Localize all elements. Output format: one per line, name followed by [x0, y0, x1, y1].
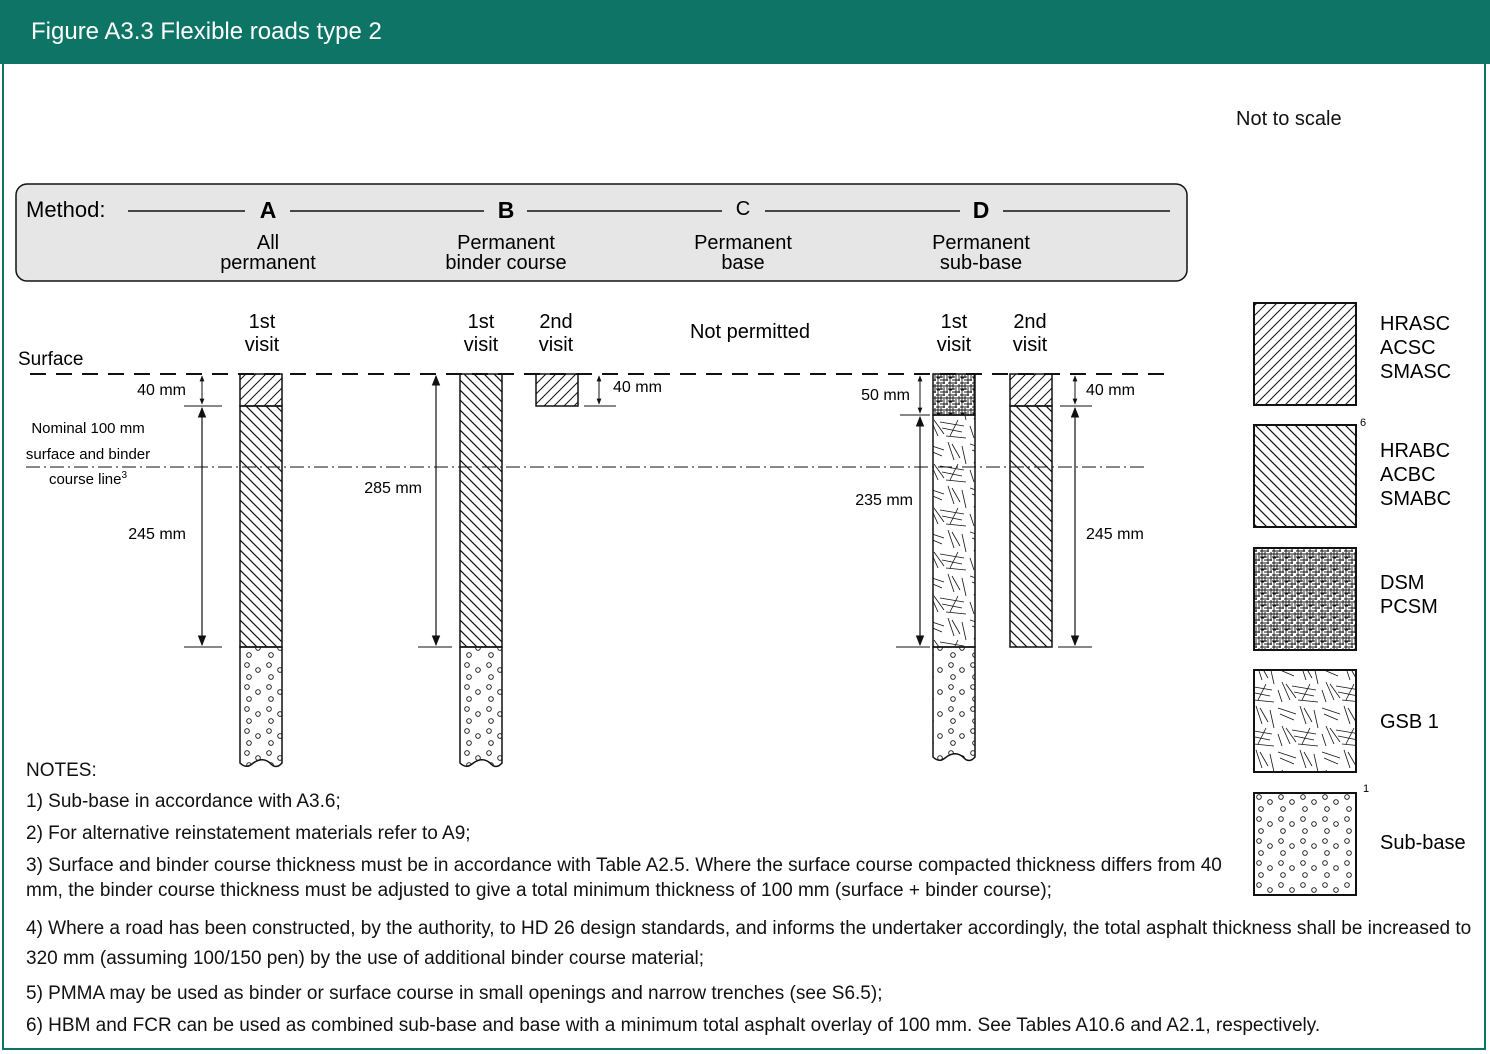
legend-swatch-subbase: [1253, 792, 1357, 896]
note-2: 2) For alternative reinstatement materia…: [26, 823, 471, 844]
legend-label-dsm-2: PCSM: [1380, 596, 1438, 618]
nominal-line-label: Nominal 100 mm surface and binder course…: [26, 420, 150, 488]
legend-label-binder-3: SMABC: [1380, 488, 1451, 510]
a-surface-dim: 40 mm: [137, 382, 186, 399]
b-visit1-line1: 1st: [468, 311, 495, 333]
note-1: 1) Sub-base in accordance with A3.6;: [26, 791, 341, 812]
a-binder-dim: 245 mm: [128, 526, 186, 543]
b-visit2-line2: visit: [539, 334, 574, 356]
d-gsb-layer: [932, 414, 976, 648]
d1-subbase-dim: 235 mm: [855, 492, 913, 509]
column-d: 50 mm 235 mm 40 mm 245 mm: [855, 373, 1144, 762]
method-c-line2: base: [721, 252, 764, 274]
method-d-letter: D: [973, 197, 990, 223]
d-visit1-line1: 1st: [941, 311, 968, 333]
a-subbase-layer: [239, 646, 283, 768]
d2-surface-dim: 40 mm: [1086, 382, 1135, 399]
method-d-line2: sub-base: [940, 252, 1022, 274]
d-subbase-layer: [932, 646, 976, 762]
c-not-permitted: Not permitted: [690, 321, 810, 343]
method-a-line2: permanent: [220, 252, 316, 274]
d-base-layer: [932, 373, 976, 416]
b-binder-layer: [459, 373, 503, 648]
b-surface-layer: [535, 373, 579, 407]
figure-header: Figure A3.3 Flexible roads type 2: [0, 0, 1490, 64]
figure-title: Figure A3.3 Flexible roads type 2: [31, 18, 382, 45]
note-4: 4) Where a road has been constructed, by…: [26, 918, 1472, 969]
method-a-line1: All: [257, 232, 279, 254]
a-visit1-line1: 1st: [249, 311, 276, 333]
a-visit1-line2: visit: [245, 334, 280, 356]
note-5: 5) PMMA may be used as binder or surface…: [26, 983, 883, 1004]
b-surface-dim: 40 mm: [613, 379, 662, 396]
column-b: 285 mm 40 mm: [364, 373, 662, 768]
legend-sup-binder: 6: [1360, 417, 1366, 429]
legend-label-surface-2: ACSC: [1380, 337, 1436, 359]
method-c-letter: C: [736, 198, 750, 220]
d1-base-dim: 50 mm: [861, 387, 910, 404]
legend-label-binder-2: ACBC: [1380, 464, 1436, 486]
legend-label-subbase: Sub-base: [1380, 832, 1466, 854]
method-d-line1: Permanent: [932, 232, 1030, 254]
method-c-line1: Permanent: [694, 232, 792, 254]
notes-heading: NOTES:: [26, 760, 97, 781]
legend-label-surface-3: SMASC: [1380, 361, 1451, 383]
method-box: Method: A All permanent B Permanent bind…: [15, 183, 1188, 282]
d-visit2-line2: visit: [1013, 334, 1048, 356]
legend-swatch-gsb: [1253, 669, 1357, 773]
legend-label-gsb: GSB 1: [1380, 711, 1439, 733]
b-subbase-layer: [459, 646, 503, 768]
note-6: 6) HBM and FCR can be used as combined s…: [26, 1015, 1321, 1036]
d2-binder-layer: [1009, 405, 1053, 648]
legend: HRASC ACSC SMASC 6 HRABC ACBC SMABC DSM …: [1253, 302, 1466, 896]
d-visit2-line1: 2nd: [1013, 311, 1046, 333]
svg-text:surface and binder: surface and binder: [26, 446, 150, 463]
surface-label: Surface: [18, 349, 83, 370]
d2-binder-dim: 245 mm: [1086, 526, 1144, 543]
a-surface-layer: [239, 373, 283, 407]
note-3: 3) Surface and binder course thickness m…: [26, 855, 1222, 901]
visit-headings: 1st visit 1st visit 2nd visit Not permit…: [245, 311, 1048, 356]
svg-text:course line3: course line3: [49, 470, 128, 488]
svg-text:Nominal 100 mm: Nominal 100 mm: [31, 420, 144, 437]
b-visit2-line1: 2nd: [539, 311, 572, 333]
method-b-letter: B: [498, 197, 515, 223]
legend-swatch-binder: [1253, 424, 1357, 528]
legend-label-binder-1: HRABC: [1380, 440, 1450, 462]
legend-label-surface-1: HRASC: [1380, 313, 1450, 335]
legend-label-dsm-1: DSM: [1380, 572, 1424, 594]
legend-swatch-surface: [1253, 302, 1357, 406]
scale-note: Not to scale: [1236, 108, 1342, 130]
method-b-line2: binder course: [445, 252, 566, 274]
d-visit1-line2: visit: [937, 334, 972, 356]
legend-swatch-dsm: [1253, 547, 1357, 651]
method-label: Method:: [26, 197, 106, 222]
a-binder-layer: [239, 405, 283, 648]
b-visit1-line2: visit: [464, 334, 499, 356]
legend-sup-subbase: 1: [1363, 783, 1369, 795]
column-a: 40 mm 245 mm: [128, 373, 283, 768]
d2-surface-layer: [1009, 373, 1053, 407]
b-binder-dim: 285 mm: [364, 480, 422, 497]
method-a-letter: A: [260, 197, 277, 223]
method-b-line1: Permanent: [457, 232, 555, 254]
